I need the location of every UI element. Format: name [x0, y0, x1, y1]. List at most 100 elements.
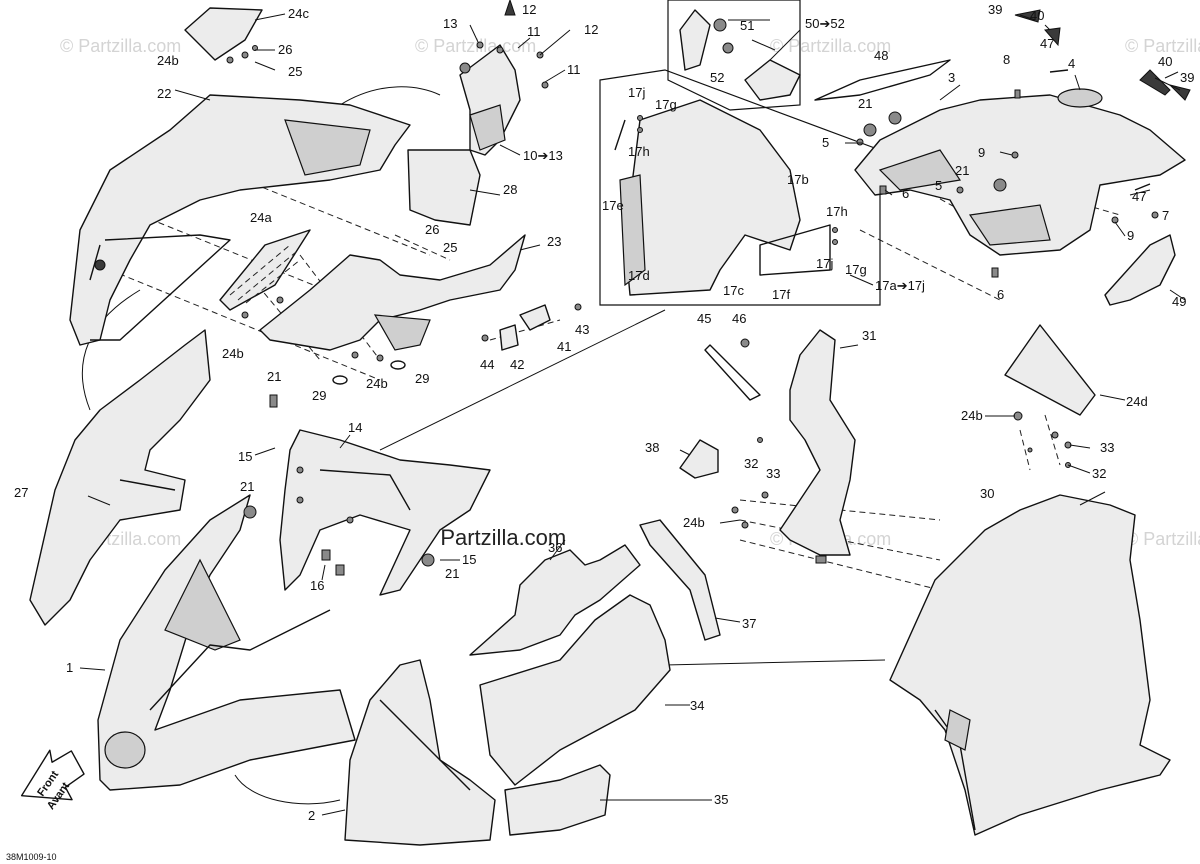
- callout-17b: 17b: [787, 172, 809, 187]
- part-10-13-headlight-unit: [459, 0, 549, 156]
- callout-21b: 21: [240, 479, 254, 494]
- callout-4: 4: [1068, 56, 1075, 71]
- callout-21d: 21: [858, 96, 872, 111]
- callout-28: 28: [503, 182, 517, 197]
- windshield-kit-box: [599, 69, 881, 306]
- callout-36: 36: [548, 540, 562, 555]
- callout-17h: 17h: [628, 144, 650, 159]
- callout-33: 33: [766, 466, 780, 481]
- callout-41: 41: [557, 339, 571, 354]
- callout-40b: 40: [1158, 54, 1172, 69]
- part-14-bracket: [243, 394, 491, 596]
- watermark-top-left: © Partzilla.com: [60, 36, 181, 56]
- callout-21: 21: [267, 369, 281, 384]
- callout-22: 22: [157, 86, 171, 101]
- callout-12: 12: [522, 2, 536, 17]
- part-28-panel: [407, 149, 481, 226]
- callout-21c: 21: [445, 566, 459, 581]
- callout-24b-3: 24b: [366, 376, 388, 391]
- callout-24a: 24a: [250, 210, 272, 225]
- callout-34: 34: [690, 698, 704, 713]
- callout-17e: 17e: [602, 198, 624, 213]
- callout-24b-2: 24b: [222, 346, 244, 361]
- part-30-side-fairing: [889, 494, 1171, 836]
- callout-6b: 6: [997, 287, 1004, 302]
- callout-48: 48: [874, 48, 888, 63]
- part-49-strip: [1104, 234, 1176, 306]
- watermark-mid-edge: © Partzilla.com: [1125, 529, 1200, 549]
- callout-17d: 17d: [628, 268, 650, 283]
- callout-29b: 29: [415, 371, 429, 386]
- callout-17j: 17j: [628, 85, 645, 100]
- callout-2: 2: [308, 808, 315, 823]
- callout-23: 23: [547, 234, 561, 249]
- callout-24c: 24c: [288, 6, 309, 21]
- part-22-upper-cowl: [69, 94, 411, 346]
- callout-26b: 26: [425, 222, 439, 237]
- callout-3: 3: [948, 70, 955, 85]
- callout-50-52: 50➔52: [805, 16, 845, 31]
- callout-17j-2: 17j: [816, 256, 833, 271]
- callout-11: 11: [527, 24, 541, 39]
- part-23-side-bracket: [259, 234, 526, 351]
- callout-27: 27: [14, 485, 28, 500]
- part-31-console: [704, 329, 856, 564]
- callout-38: 38: [645, 440, 659, 455]
- callout-24b: 24b: [157, 53, 179, 68]
- part-24c-vent: [184, 7, 263, 64]
- callout-35: 35: [714, 792, 728, 807]
- callout-51: 51: [740, 18, 754, 33]
- part-24d-vent: [1004, 324, 1096, 468]
- callout-24d: 24d: [1126, 394, 1148, 409]
- callout-26: 26: [278, 42, 292, 57]
- callout-8: 8: [1003, 52, 1010, 67]
- callout-9b: 9: [1127, 228, 1134, 243]
- watermark-top-edge: © Partzilla.com: [1125, 36, 1200, 56]
- callout-14: 14: [348, 420, 362, 435]
- callout-17c: 17c: [723, 283, 744, 298]
- part-24a-grille: [219, 229, 311, 311]
- callout-52: 52: [710, 70, 724, 85]
- callout-5: 5: [822, 135, 829, 150]
- callout-labels: 24c 26 24b 25 22 13 12 11 12 11 10➔13 28…: [14, 2, 1194, 823]
- callout-40: 40: [1030, 8, 1044, 23]
- callout-44: 44: [480, 357, 494, 372]
- callout-1: 1: [66, 660, 73, 675]
- front-direction-arrow: Front Avant: [20, 749, 85, 812]
- callout-43: 43: [575, 322, 589, 337]
- callout-17g-2: 17g: [845, 262, 867, 277]
- watermark-center: © Partzilla.com: [418, 525, 566, 550]
- part-3-tank-cover: [814, 9, 1191, 278]
- part-38-pad: [679, 439, 719, 479]
- callout-13: 13: [443, 16, 457, 31]
- callout-16: 16: [310, 578, 324, 593]
- parts-50-52-box: [667, 0, 801, 111]
- callout-33b: 33: [1100, 440, 1114, 455]
- callout-17g: 17g: [655, 97, 677, 112]
- callout-17h-2: 17h: [826, 204, 848, 219]
- callout-32: 32: [744, 456, 758, 471]
- callout-42: 42: [510, 357, 524, 372]
- callout-31: 31: [862, 328, 876, 343]
- callout-7: 7: [1162, 208, 1169, 223]
- callout-11b: 11: [567, 62, 581, 77]
- callout-21e: 21: [955, 163, 969, 178]
- callout-17a-17j: 17a➔17j: [875, 278, 925, 293]
- callout-leaders: [79, 13, 1186, 816]
- callout-29: 29: [312, 388, 326, 403]
- callout-30: 30: [980, 486, 994, 501]
- callout-47b: 47: [1132, 189, 1146, 204]
- callout-39b: 39: [1180, 70, 1194, 85]
- callout-15b: 15: [462, 552, 476, 567]
- callout-24b-5: 24b: [961, 408, 983, 423]
- callout-32b: 32: [1092, 466, 1106, 481]
- callout-37: 37: [742, 616, 756, 631]
- part-2-lower-front: [344, 659, 496, 846]
- callout-5b: 5: [935, 178, 942, 193]
- callout-46: 46: [732, 311, 746, 326]
- callout-25b: 25: [443, 240, 457, 255]
- callout-12b: 12: [584, 22, 598, 37]
- callout-24b-4: 24b: [683, 515, 705, 530]
- callout-9: 9: [978, 145, 985, 160]
